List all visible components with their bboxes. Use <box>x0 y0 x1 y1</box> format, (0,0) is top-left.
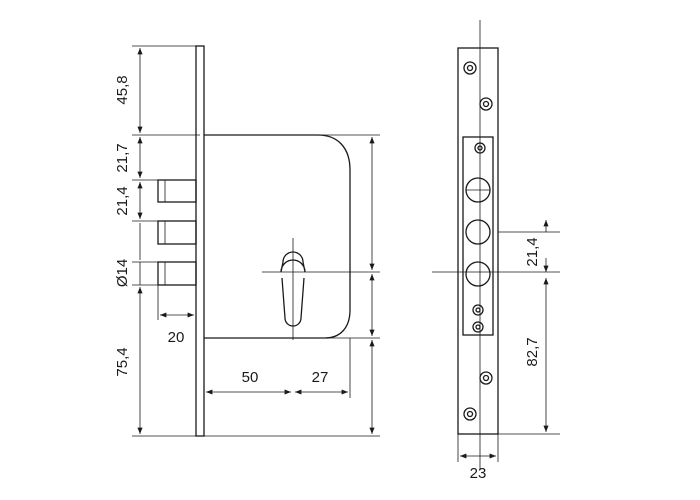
bolt-upper <box>157 179 197 203</box>
faceplate <box>457 47 499 435</box>
label-upper-gap: 21,7 <box>114 143 131 172</box>
bolt-lower <box>157 261 197 286</box>
label-cylinder-height: 82,7 <box>524 337 541 366</box>
label-top-offset: 45,8 <box>114 75 131 104</box>
side-view: 45,8 21,7 21,4 Ø14 75,4 20 50 27 <box>114 45 380 437</box>
label-faceplate-width: 23 <box>470 465 487 482</box>
front-view: 21,4 82,7 23 <box>432 20 560 482</box>
bolt-middle <box>157 220 197 245</box>
lock-case <box>204 134 351 339</box>
screw-bottom-1 <box>479 371 493 385</box>
label-bolt-spacing: 21,4 <box>114 186 131 215</box>
inner-plate <box>462 136 494 336</box>
label-bolt-diameter: Ø14 <box>114 259 131 287</box>
label-backset: 50 <box>242 369 259 386</box>
forend-plate <box>195 45 205 437</box>
screw-plate-bottom-1 <box>472 304 484 316</box>
label-bolt-throw: 20 <box>168 329 185 346</box>
label-cylinder-offset: 27 <box>312 369 329 386</box>
label-bottom-offset: 75,4 <box>114 347 131 376</box>
screw-bottom-2 <box>463 407 477 421</box>
bolt-hole-lower <box>465 261 491 287</box>
screw-top-1 <box>463 61 477 75</box>
bolt-hole-middle <box>465 219 491 245</box>
screw-plate-top <box>474 142 486 154</box>
screw-plate-bottom-2 <box>472 321 484 333</box>
screw-top-2 <box>479 97 493 111</box>
label-cylinder-spacing: 21,4 <box>524 237 541 266</box>
